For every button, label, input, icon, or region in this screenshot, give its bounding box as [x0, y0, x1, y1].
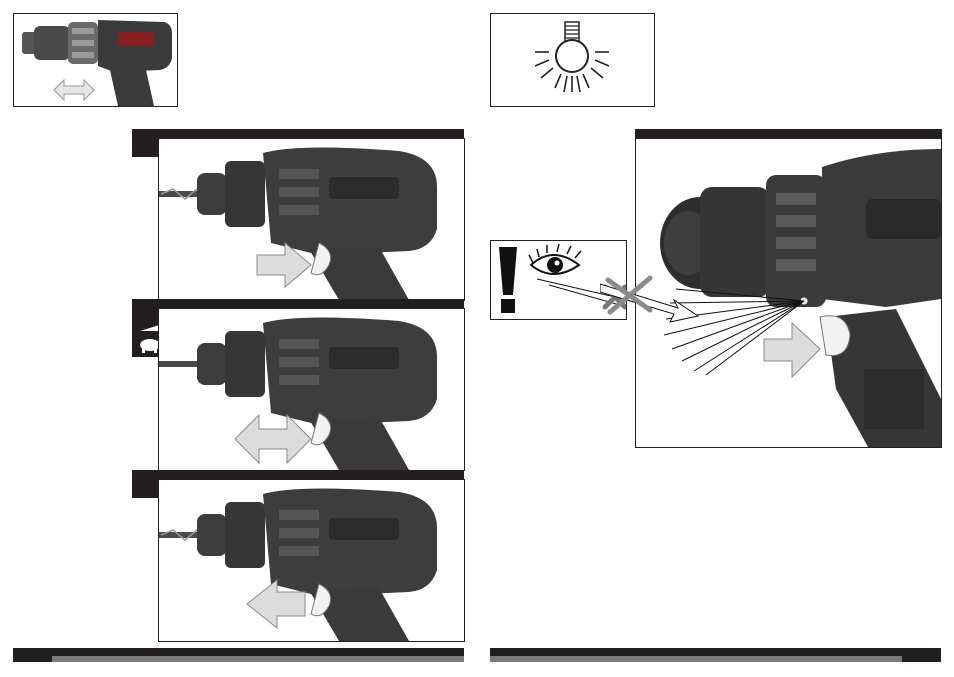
light-bulb-icon: [491, 14, 654, 106]
double-arrow-icon: [54, 80, 94, 100]
work-light-box: [490, 13, 655, 107]
drill-forward-illustration: [159, 139, 464, 300]
panel-header-bar-reverse: [132, 470, 464, 479]
drill-reverse-illustration: [159, 480, 464, 641]
overview-drill-illustration: [14, 14, 177, 106]
overview-drill-box: [13, 13, 178, 107]
eye-warning-arrow: [600, 270, 700, 330]
panel-header-bar-forward: [132, 129, 464, 138]
double-arrow-icon: [235, 415, 311, 463]
large-panel-header-bar: [635, 129, 942, 138]
panel-variable-speed: [158, 308, 465, 471]
right-footer-stripe: [490, 656, 902, 662]
exclamation-icon: [499, 247, 517, 313]
panel-forward: [158, 138, 465, 301]
drill-variable-speed-illustration: [159, 309, 464, 470]
panel-reverse: [158, 479, 465, 642]
left-footer-stripe: [52, 656, 464, 662]
eye-icon: [529, 244, 581, 274]
panel-header-bar-variable-speed: [132, 299, 464, 308]
arrow-right-icon: [764, 323, 820, 377]
